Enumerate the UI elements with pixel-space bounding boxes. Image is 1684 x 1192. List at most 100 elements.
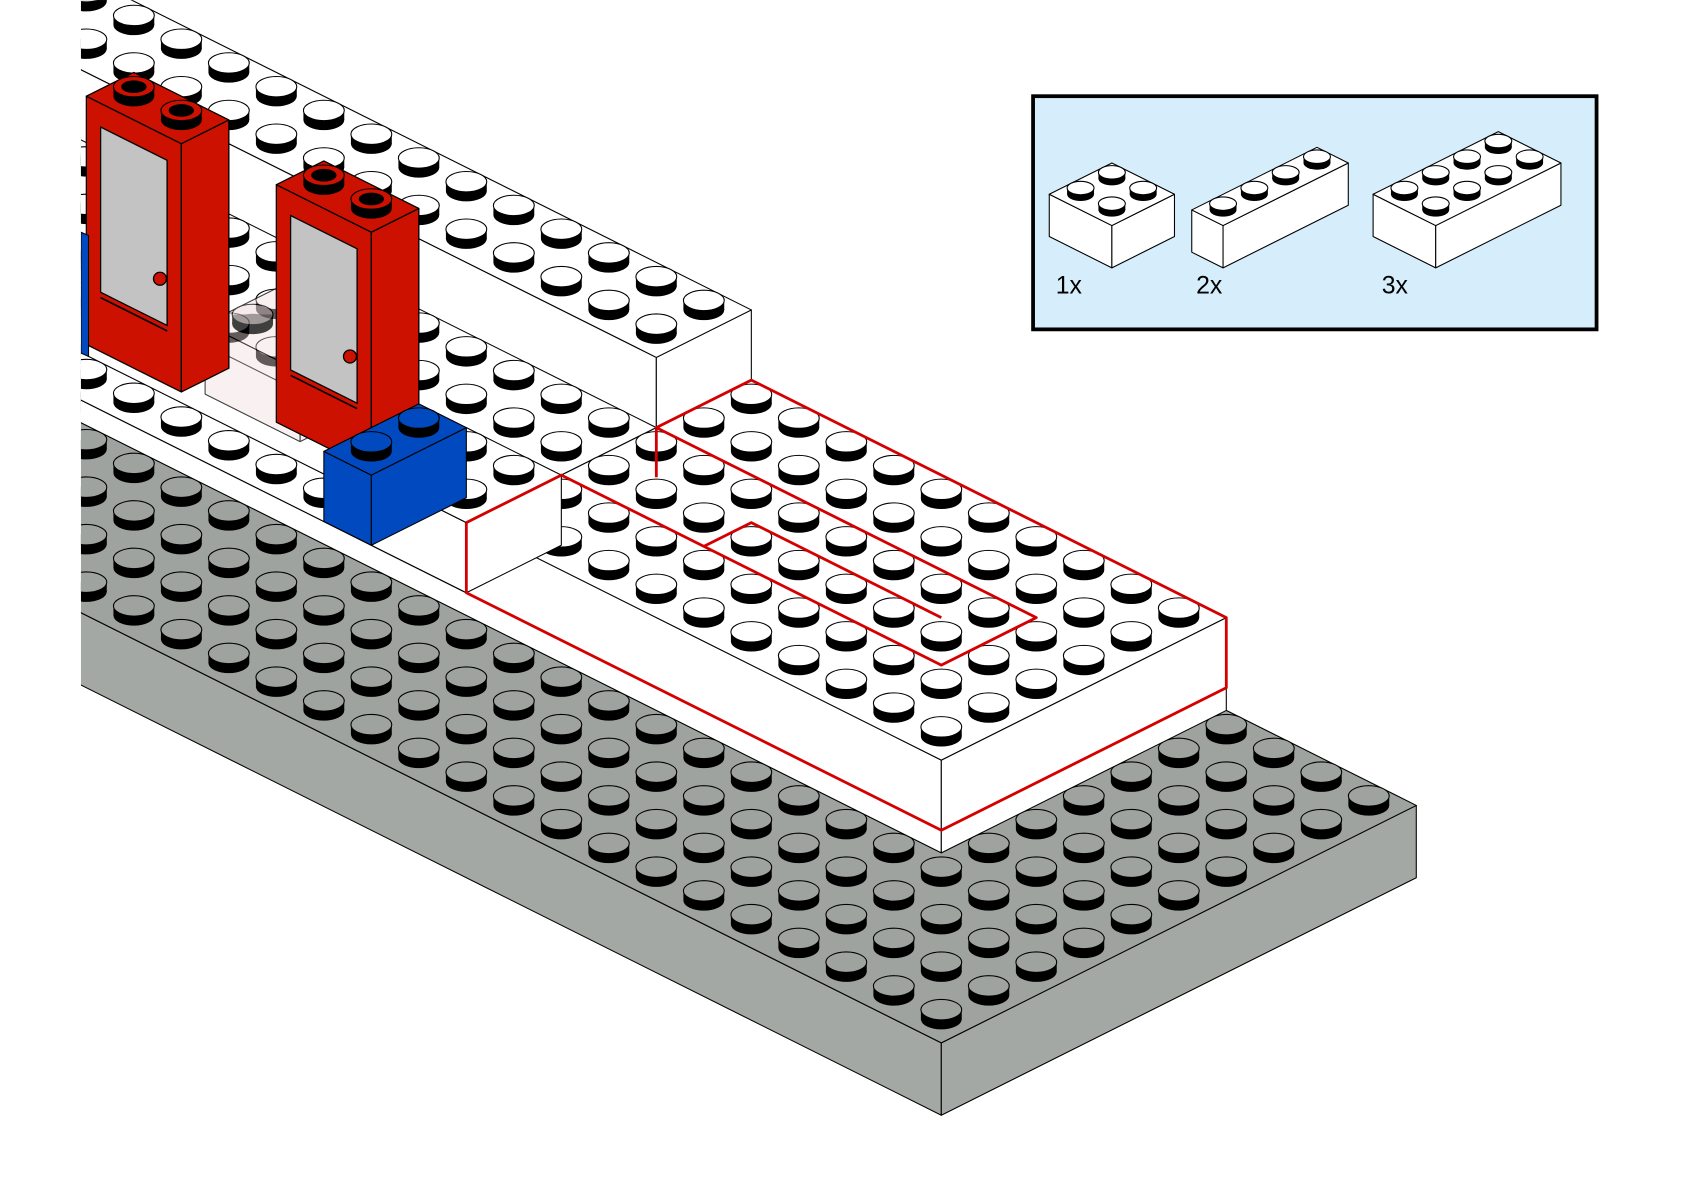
stud-top (18, 501, 59, 521)
stud-top (825, 903, 868, 926)
stud-top (302, 690, 345, 712)
stud-top (682, 597, 725, 619)
stud-top (350, 571, 393, 593)
stud-top (682, 737, 725, 760)
stud-top (207, 595, 250, 617)
stud (1205, 713, 1248, 745)
stud (18, 218, 59, 248)
stud (1209, 196, 1238, 217)
stud (0, 287, 12, 317)
stud-top (825, 951, 868, 973)
stud-side (0, 487, 12, 496)
stud (350, 666, 393, 697)
stud-top (872, 454, 915, 477)
stud-base (18, 415, 59, 435)
stud (255, 523, 298, 555)
stud-side (18, 273, 59, 282)
stud (445, 713, 488, 745)
stud-top (1015, 573, 1058, 596)
stud (18, 170, 59, 200)
stud-top (920, 621, 963, 643)
stud-top (397, 690, 440, 712)
stud (1062, 832, 1105, 864)
stud-top (1015, 808, 1058, 831)
stud-side (18, 178, 59, 187)
stud-top (160, 28, 203, 50)
stud (1390, 180, 1419, 201)
stud-top (18, 218, 59, 238)
stud (635, 526, 678, 557)
stud-base (18, 132, 59, 152)
stud-top (872, 692, 915, 714)
stud (18, 5, 59, 35)
stud (397, 147, 440, 178)
stud (255, 75, 298, 107)
stud (1129, 180, 1158, 201)
stud-side (18, 558, 59, 567)
stud-top (231, 303, 274, 326)
stud-side (0, 109, 12, 118)
stud-top (1097, 165, 1126, 180)
stud-top (682, 549, 725, 572)
stud (635, 713, 678, 745)
stud (825, 903, 868, 935)
stud (80, 428, 108, 460)
stud-top (0, 477, 12, 497)
stud (540, 383, 583, 415)
stud-hole (121, 80, 147, 94)
stud (18, 311, 59, 341)
stud (540, 808, 583, 840)
stud-top (1421, 196, 1450, 211)
stud (255, 666, 298, 697)
stud (540, 265, 583, 297)
stud (1347, 785, 1390, 816)
stud (0, 144, 12, 174)
stud-top (350, 666, 393, 688)
stud-top (1015, 856, 1058, 878)
stud-top (255, 618, 298, 641)
stud (682, 502, 725, 533)
stud-top (825, 431, 868, 453)
stud-top (825, 668, 868, 691)
stud-top (1062, 785, 1105, 807)
stud-top (255, 453, 298, 476)
stud (540, 761, 583, 792)
stud (1062, 785, 1105, 816)
stud-top (967, 597, 1010, 619)
stud-top (160, 523, 203, 546)
stud (350, 618, 393, 650)
stud-top (825, 478, 868, 501)
stud-base (0, 391, 12, 411)
stud (0, 477, 12, 507)
stud (0, 147, 12, 177)
stud-top (1015, 526, 1058, 548)
stud-base (18, 558, 59, 578)
stud (1062, 549, 1105, 581)
stud-top (255, 123, 298, 145)
stud-top (1484, 133, 1513, 149)
stud (160, 99, 203, 131)
stud-hole (311, 168, 337, 182)
stud-side (0, 535, 12, 544)
stud (1062, 927, 1105, 959)
stud (18, 501, 59, 531)
stud-side (18, 133, 59, 142)
stud-top (682, 407, 725, 429)
stud-top (350, 431, 393, 453)
stud (920, 951, 963, 982)
stud (0, 192, 12, 222)
blue-brick-edge (80, 231, 90, 358)
door-rail (100, 296, 168, 332)
stud (1300, 808, 1343, 840)
stud (920, 573, 963, 605)
stud-top (540, 383, 583, 406)
stud (1110, 621, 1153, 652)
stud (0, 524, 12, 554)
stud (492, 737, 535, 769)
stud-side (18, 228, 59, 237)
stud (350, 713, 393, 745)
stud-side (0, 202, 12, 211)
stud-top (1205, 713, 1248, 736)
stud (445, 170, 488, 202)
stud-top (540, 666, 583, 688)
